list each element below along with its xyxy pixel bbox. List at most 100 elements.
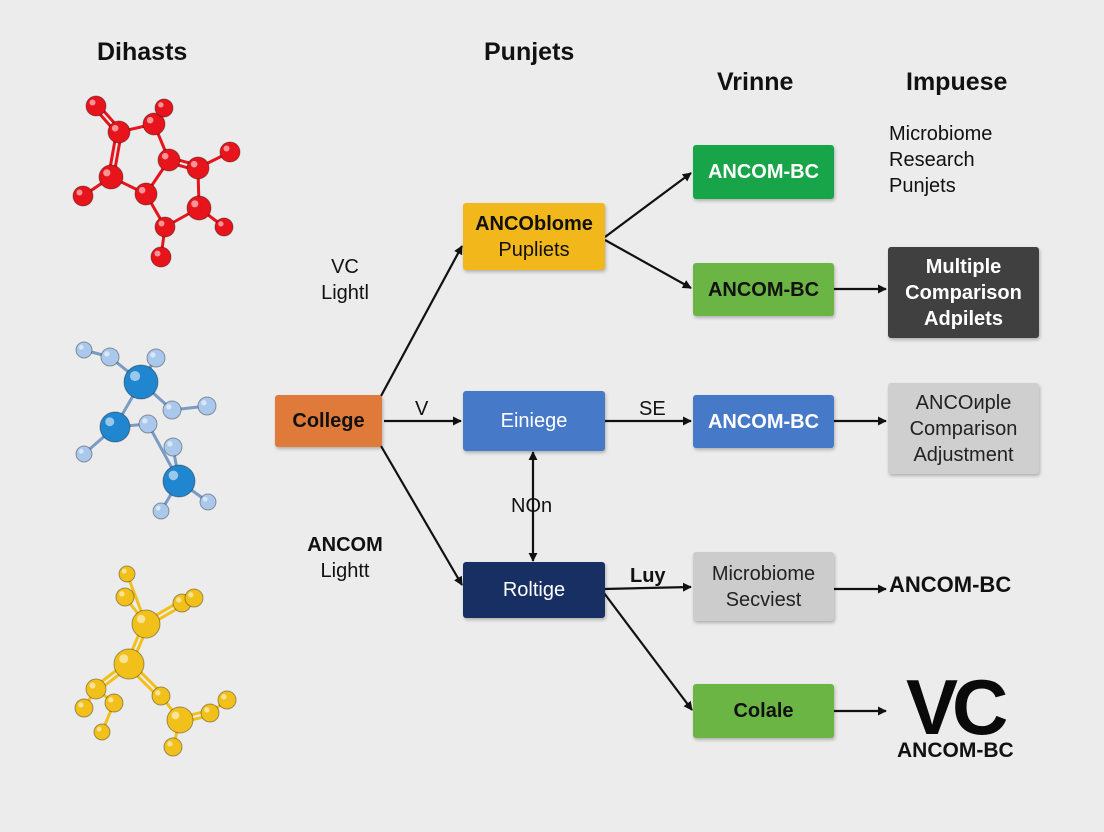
node-ancom-bc-green-1: ANCOM-BC [693,145,834,199]
molecule-atom-highlight [167,741,173,747]
arrow-roltige-to-colale [603,592,693,711]
molecule-atom-highlight [89,99,96,106]
node-einiege-label: Einiege [500,410,568,432]
molecule-atom-highlight [218,221,224,227]
side-note-line-2: Research [889,149,975,171]
molecule-atom-highlight [121,568,127,574]
node-ancom-bc-blue: ANCOM-BC [693,395,834,448]
edge-label-lightl: Lightl [321,282,369,304]
molecule-atom-highlight [78,344,84,350]
node-roltige-label: Roltige [502,579,566,601]
node-comparison-adjustment: ANCOиple Comparison Adjustment [888,383,1039,474]
molecule-atom-highlight [176,597,182,603]
molecule-atom-highlight [89,682,96,689]
yellow-molecule-icon [74,565,237,757]
edge-label-vc: VC [331,256,359,278]
blue-molecule-icon [75,341,217,520]
molecule-atom-highlight [155,505,161,511]
arrow-college-to-ancoblome [380,245,463,397]
molecule-atom-highlight [204,707,210,713]
molecule-atom-highlight [201,400,207,406]
molecule-atom-highlight [103,169,111,177]
node-colale: Colale [693,684,834,738]
molecule-atom-highlight [221,694,227,700]
molecule-atom-highlight [223,145,230,152]
column-header-vrinne: Vrinne [717,68,794,96]
node-ancom-bc-blue-label: ANCOM-BC [707,410,820,433]
edge-label-ancom: ANCOM [307,534,383,556]
column-header-dihasts: Dihasts [97,38,188,66]
output-ancom-bc-text: ANCOM-BC [889,572,1012,597]
edge-label-v: V [415,398,429,420]
node-multiple-line-2: Comparison [905,281,1022,304]
molecule-atom-highlight [171,711,180,720]
molecule-atom-highlight [108,697,114,703]
node-roltige: Roltige [463,562,605,618]
node-adjustment-line-2: Comparison [909,417,1018,440]
molecule-atom-highlight [104,351,110,357]
edge-label-ancom-light: ANCOM Lightt [302,532,388,584]
arrow-ancoblome-to-green2 [604,239,692,289]
node-college-label: College [292,410,365,432]
molecule-atom-highlight [78,702,84,708]
molecule-atom-highlight [76,189,83,196]
arrow-ancoblome-to-green1 [604,172,692,238]
arrow-roltige-to-microbiome [603,582,692,592]
molecule-atom-highlight [168,470,179,481]
molecule-atom-highlight [142,418,148,424]
molecule-atom-highlight [150,352,156,358]
edge-label-vc-light: VC Lightl [318,254,372,306]
node-multiple-line-3: Adpilets [924,307,1003,330]
node-microbiome-line-2: Seсviest [725,588,802,611]
side-note-line-3: Punjets [889,175,956,197]
molecule-atom-highlight [146,116,154,124]
molecule-atom-highlight [138,186,146,194]
node-college: College [275,395,382,447]
molecule-atom-highlight [158,102,164,108]
molecule-atom-highlight [78,448,84,454]
molecule-illustrations [72,95,241,757]
node-adjustment-line-3: Adjustment [913,443,1014,466]
molecule-atom-highlight [154,250,161,257]
molecule-atom-highlight [129,370,141,382]
molecule-atom-highlight [119,654,129,664]
molecule-atom-highlight [202,496,208,502]
molecule-atom-highlight [166,404,172,410]
side-note-line-1: Microbiome [889,123,993,145]
vc-logo: VC [906,663,1008,751]
edge-label-non: NOn [511,495,553,517]
column-header-impuese: Impuese [906,68,1008,96]
node-microbiome-line-1: Microbiome [711,562,816,585]
red-molecule-icon [72,95,241,268]
arrow-college-to-roltige [380,445,463,586]
molecule-atom-highlight [119,591,125,597]
column-header-punjets: Punjets [484,38,575,66]
molecule-atom-highlight [96,726,102,732]
node-ancoblome-line-2: Pupliets [498,238,570,261]
side-note: Microbiome Research Punjets [889,121,992,199]
node-ancom-bc-green-2: ANCOM-BC [693,263,834,316]
molecule-atom-highlight [190,160,198,168]
node-einiege: Einiege [463,391,605,451]
node-adjustment-line-1: ANCOиple [915,391,1012,414]
node-ancoblome-pupliets: ANCOblome Pupliets [463,203,605,270]
node-multiple-comparison-adpilets: Multiple Comparison Adpilets [888,247,1039,338]
node-ancom-bc-green-2-label: ANCOM-BC [707,278,820,301]
molecule-atom-highlight [155,690,161,696]
vc-logo-caption: ANCOM-BC [897,739,1014,762]
node-multiple-line-1: Multiple [925,255,1002,278]
edge-label-se: SE [639,398,666,420]
node-colale-label: Colale [733,700,794,722]
molecule-atom-highlight [161,152,169,160]
molecule-atom-highlight [105,417,115,427]
node-microbiome-seсviest: Microbiome Seсviest [693,552,834,621]
molecule-atom-highlight [158,220,165,227]
molecule-atom-highlight [167,441,173,447]
edge-label-luy: Luy [630,565,666,587]
node-ancom-bc-green-1-label: ANCOM-BC [707,161,820,183]
node-ancoblome-line-1: ANCOblome [475,212,593,235]
molecule-atom-highlight [191,200,199,208]
molecule-atom-highlight [136,614,146,624]
